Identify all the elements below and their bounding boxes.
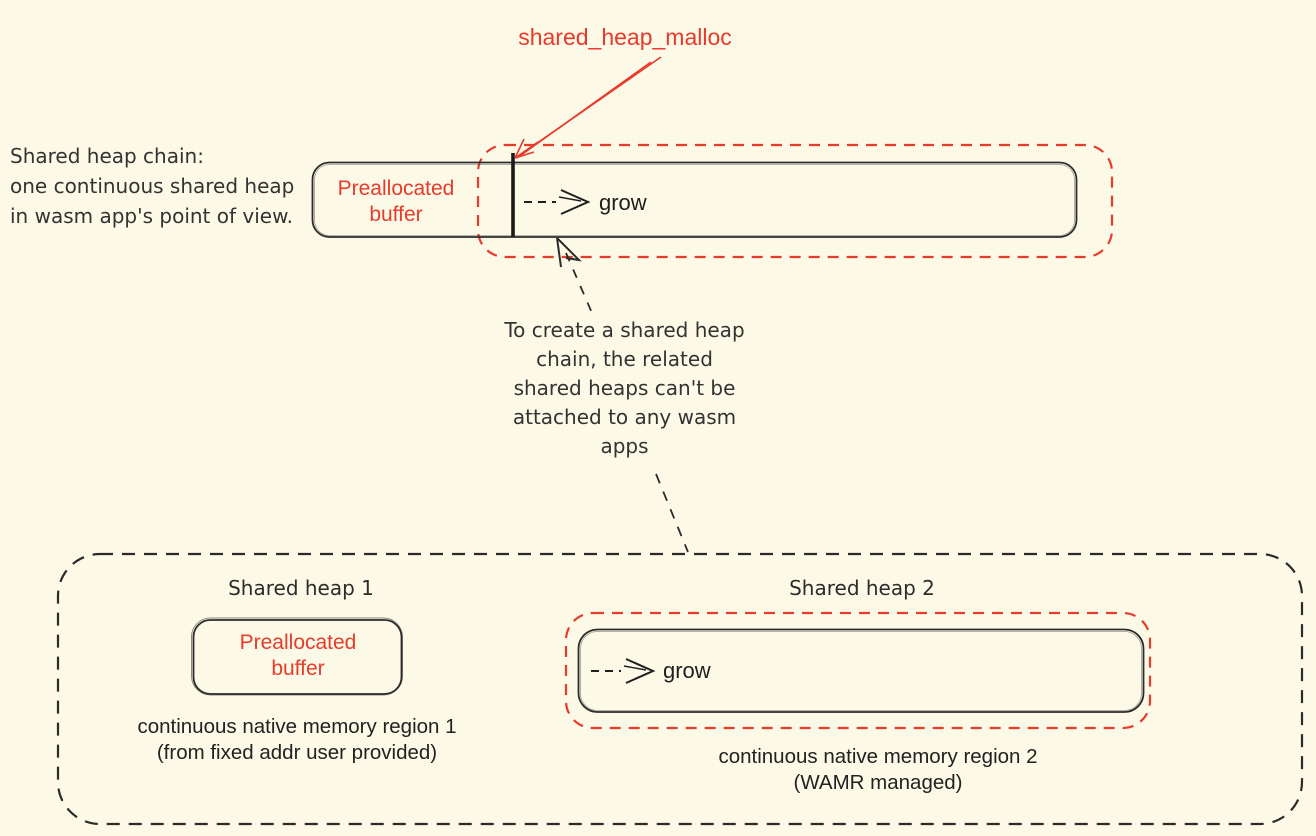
grow-arrow-top-icon — [524, 189, 591, 215]
heap-chain-box-sketch-echo — [314, 164, 1075, 236]
leader-line-lower — [655, 473, 689, 553]
heap2-red-dashed-box — [564, 611, 1152, 730]
shared-heap-2-title: Shared heap 2 — [789, 576, 935, 600]
detach-requirement-note: To create a shared heap chain, the relat… — [504, 318, 745, 458]
grow-label-top: grow — [599, 190, 647, 215]
preallocated-buffer-label-top: Preallocated buffer — [337, 177, 455, 226]
note-pointer-icon — [556, 237, 582, 268]
memory-region-1-note: continuous native memory region 1 (from … — [137, 715, 457, 764]
leader-line-upper — [565, 252, 593, 314]
chain-red-dashed-box — [476, 143, 1114, 259]
malloc-arrow-icon — [514, 56, 662, 159]
heap-chain-note: Shared heap chain: one continuous shared… — [10, 144, 295, 228]
memory-region-2-note: continuous native memory region 2 (WAMR … — [718, 745, 1038, 794]
preallocated-buffer-label-heap1: Preallocated buffer — [239, 631, 357, 680]
grow-label-heap2: grow — [663, 658, 711, 683]
detached-heaps-dashed-box — [56, 552, 1304, 826]
heap2-box-sketch-echo — [580, 631, 1142, 711]
malloc-function-label: shared_heap_malloc — [518, 24, 732, 50]
grow-arrow-bottom-icon — [591, 658, 656, 684]
shared-heap-1-title: Shared heap 1 — [228, 576, 374, 600]
heap-chain-box — [311, 161, 1078, 238]
heap1-buffer-box-sketch-echo — [191, 617, 403, 696]
heap2-box — [577, 628, 1145, 713]
heap1-buffer-box — [192, 619, 403, 695]
